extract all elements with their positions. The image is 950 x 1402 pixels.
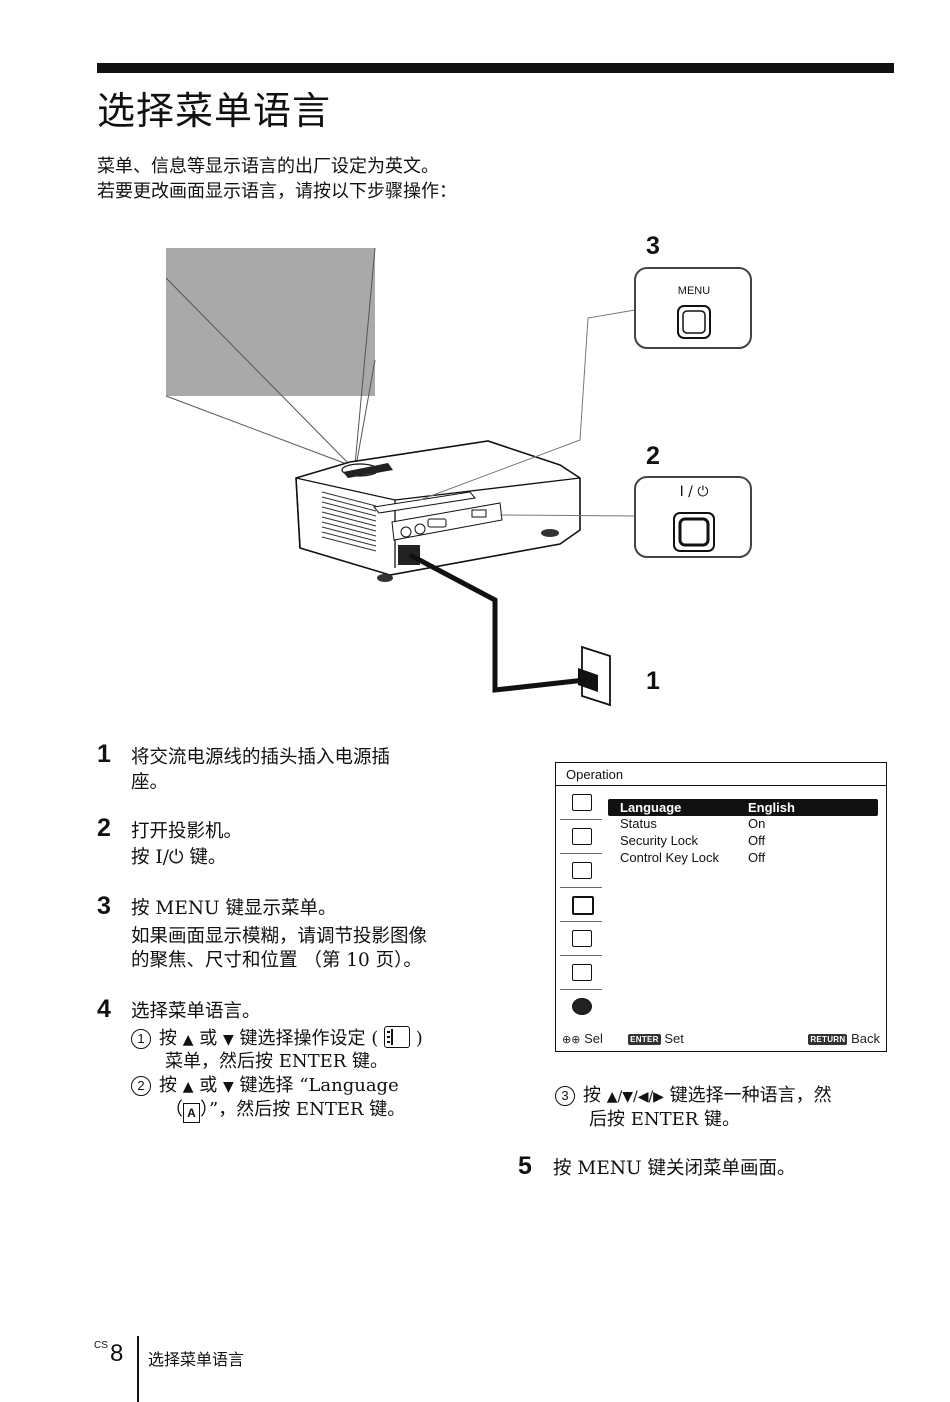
title-rule <box>97 63 894 73</box>
operation-menu-icon <box>383 1026 410 1048</box>
callout-number-3: 3 <box>646 232 660 260</box>
power-key-label: I / ⏻ <box>679 484 709 500</box>
step-2-number: 2 <box>97 814 111 842</box>
step-2-line-2: 按 I/⏻ 键。 <box>131 847 227 868</box>
callout-number-1: 1 <box>646 667 660 695</box>
operation-menu-icon[interactable] <box>560 888 602 922</box>
menu-sidebar <box>560 786 602 1031</box>
language-icon: A <box>183 1103 200 1123</box>
return-key-icon: RETURN <box>808 1034 848 1045</box>
intro-line-2: 若要更改画面显示语言，请按以下步骤操作： <box>97 181 457 202</box>
projector-illustration <box>165 247 752 707</box>
installation-menu-icon[interactable] <box>560 956 602 990</box>
up-arrow-icon: ▲ <box>182 1079 194 1095</box>
circled-number-2: 2 <box>131 1076 151 1096</box>
step-1-number: 1 <box>97 740 111 768</box>
step-4-sub-2-line-2: （A）”，然后按 ENTER 键。 <box>165 1098 405 1123</box>
circled-number-1: 1 <box>131 1029 151 1049</box>
step-1-line-1: 将交流电源线的插头插入电源插 <box>131 747 391 768</box>
menu-row-status[interactable]: Status On <box>620 816 766 831</box>
menu-title: Operation <box>566 767 624 782</box>
direction-arrows-icon: ▲/▼/◀/▶ <box>606 1089 664 1105</box>
step-4-sub-1-line-2: 菜单，然后按 ENTER 键。 <box>165 1051 389 1072</box>
circled-number-3: 3 <box>555 1086 575 1106</box>
step-5-number: 5 <box>518 1152 532 1180</box>
connection-menu-icon[interactable] <box>560 922 602 956</box>
footer-lang-code: CS <box>94 1340 108 1351</box>
menu-row-control-key-lock[interactable]: Control Key Lock Off <box>620 850 766 865</box>
menu-row-language[interactable]: Language English <box>608 799 878 816</box>
step-1-line-2: 座。 <box>131 772 169 793</box>
up-down-icon: ⊕⊕ <box>562 1034 581 1046</box>
step-3-number: 3 <box>97 892 111 920</box>
menu-row-security-lock[interactable]: Security Lock Off <box>620 833 766 848</box>
up-arrow-icon: ▲ <box>182 1032 194 1048</box>
step-2-line-1: 打开投影机。 <box>131 821 243 842</box>
power-cord <box>408 552 586 693</box>
footer-page-number: 8 <box>110 1340 124 1367</box>
step-5-line-1: 按 MENU 键关闭菜单画面。 <box>553 1158 796 1179</box>
step-4-sub-3-line-2: 后按 ENTER 键。 <box>589 1109 741 1130</box>
step-3-line-3: 的聚焦、尺寸和位置 （第 10 页）。 <box>131 950 422 971</box>
footer-divider <box>137 1336 139 1402</box>
step-3-line-2: 如果画面显示模糊，请调节投影图像 <box>131 926 428 947</box>
down-arrow-icon: ▼ <box>222 1079 234 1095</box>
projector <box>295 440 581 582</box>
enter-key-icon: ENTER <box>628 1034 661 1045</box>
down-arrow-icon: ▼ <box>222 1032 234 1048</box>
menu-footer: ⊕⊕ Sel ENTER Set RETURN Back <box>562 1031 880 1046</box>
wall-outlet <box>578 645 611 707</box>
screen-menu-icon[interactable] <box>560 820 602 854</box>
information-menu-icon[interactable] <box>560 990 602 1023</box>
callout-number-2: 2 <box>646 442 660 470</box>
menu-key-label: MENU <box>677 285 711 297</box>
projection-screen <box>166 248 375 396</box>
page-title: 选择菜单语言 <box>97 89 332 133</box>
step-4-number: 4 <box>97 995 111 1023</box>
step-3-line-1: 按 MENU 键显示菜单。 <box>131 898 337 919</box>
menu-screen: Operation Language English Status On Sec… <box>555 762 887 1052</box>
footer-title: 选择菜单语言 <box>148 1350 245 1369</box>
intro-line-1: 菜单、信息等显示语言的出厂设定为英文。 <box>97 156 439 177</box>
function-menu-icon[interactable] <box>560 854 602 888</box>
step-4-line-1: 选择菜单语言。 <box>131 1001 261 1022</box>
picture-menu-icon[interactable] <box>560 786 602 820</box>
